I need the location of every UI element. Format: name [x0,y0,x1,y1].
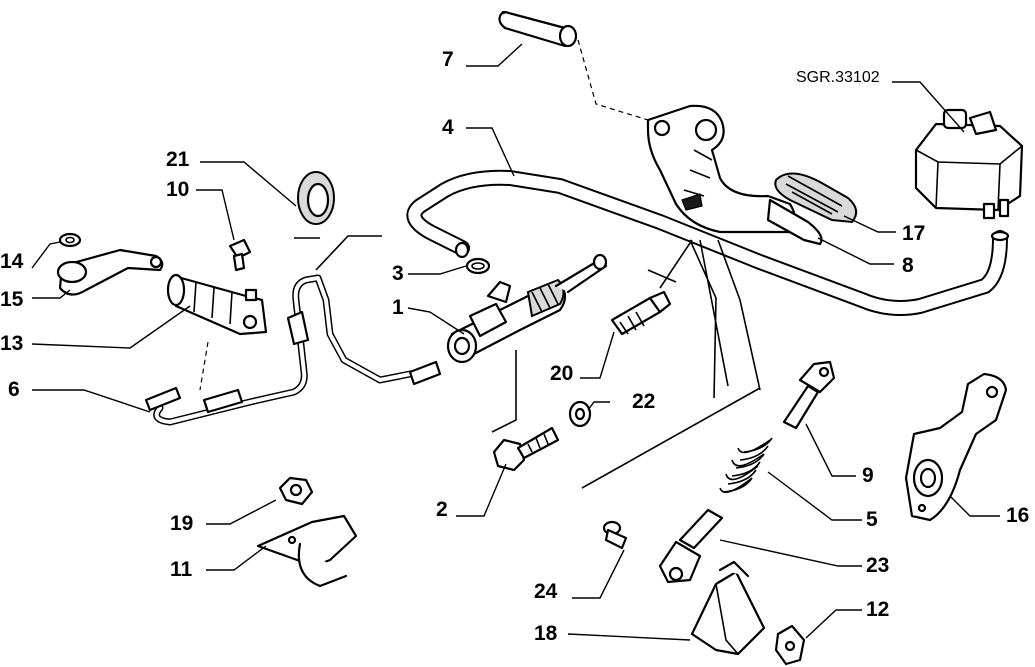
callout-11: 11 [170,558,193,581]
clip-part-12 [774,624,806,666]
bracket-part-16 [904,372,1008,522]
washer-part-22 [568,400,592,428]
bolt-part-2 [492,426,560,472]
clutch-pedal [646,104,797,234]
fluid-reservoir [914,108,1024,220]
callout-21: 21 [166,148,190,171]
pedal-rubber-part-17 [774,172,858,224]
callout-8: 8 [902,254,914,277]
callout-5: 5 [866,508,878,531]
callout-23: 23 [866,554,889,577]
callout-12: 12 [866,598,889,621]
pin-part-24 [602,520,628,550]
callout-22: 22 [632,390,655,413]
callout-24: 24 [534,580,558,603]
callout-4: 4 [442,116,454,139]
washer-part-14 [58,232,82,248]
bracket-part-18 [690,560,766,656]
clip-part-11 [256,514,358,588]
hose-clip-part-3 [465,257,491,275]
reference-code: SGR.33102 [796,69,880,86]
clevis-part-23 [658,508,724,584]
callout-1: 1 [392,296,404,319]
callout-2: 2 [436,498,448,521]
callout-17: 17 [902,222,925,245]
slave-cylinder-part-13 [166,273,268,336]
callout-13: 13 [0,332,23,355]
release-lever-part-15 [56,248,164,296]
callout-3: 3 [392,262,404,285]
grommet-part-21 [297,171,335,225]
callout-16: 16 [1006,504,1029,527]
bolt-part-10 [228,238,252,272]
callout-labels: 7 4 21 10 14 15 13 6 3 1 2 20 22 SGR.331… [0,48,1029,645]
callout-7: 7 [442,48,454,71]
pedal-pad-part-8 [766,198,823,246]
callout-14: 14 [0,250,24,273]
nut-part-19 [278,476,314,506]
spring-part-5 [719,437,773,494]
callout-18: 18 [534,622,558,645]
callout-leaders [31,43,1000,641]
callout-10: 10 [166,178,189,201]
assembly-lines [199,39,761,489]
hose-part-4 [406,169,1010,316]
master-cylinder-part-1 [446,253,608,364]
callout-9: 9 [862,464,874,487]
push-rod-part-9 [782,360,836,430]
callout-15: 15 [0,288,24,311]
clutch-pipe-part-6 [144,274,442,426]
callout-20: 20 [550,362,573,385]
callout-19: 19 [170,512,193,535]
pedal-cover-part-7 [498,10,578,48]
callout-6: 6 [8,378,20,401]
fitting-part-20 [610,290,672,336]
